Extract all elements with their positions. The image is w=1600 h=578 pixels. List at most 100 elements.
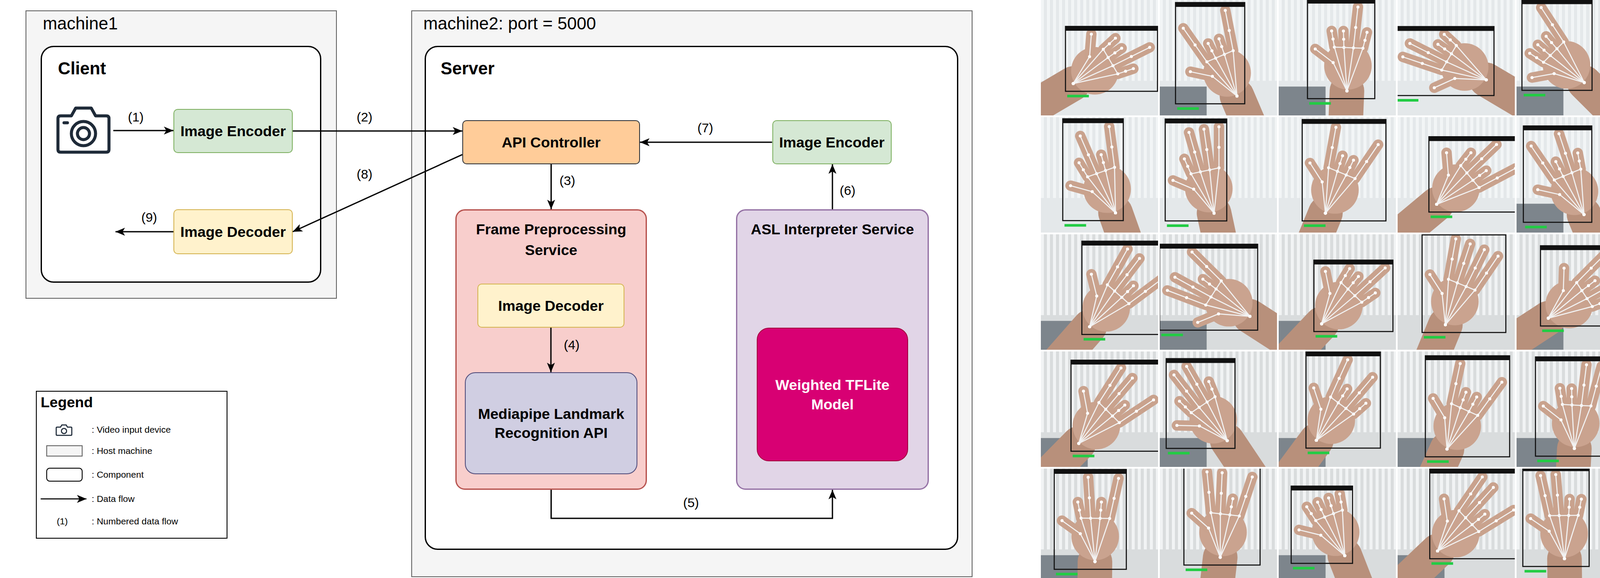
landmark-dot (1536, 43, 1540, 47)
window-blind (1262, 234, 1266, 316)
window-blind (1250, 351, 1254, 433)
landmark-dot (1225, 439, 1229, 443)
landmark-dot (1201, 277, 1205, 281)
window-blind (1177, 0, 1181, 81)
detection-bar (1065, 26, 1158, 31)
landmark-line (1564, 499, 1582, 560)
landmark-dot (1212, 211, 1216, 215)
detection-box (1071, 360, 1159, 452)
landmark-dot (1088, 325, 1092, 329)
landmark-dot (1320, 322, 1324, 326)
landmark-line (1309, 163, 1326, 214)
detection-tag (1185, 568, 1208, 572)
window-blind (1512, 0, 1515, 81)
landmark-line (1437, 499, 1448, 552)
window-blind (1409, 234, 1413, 316)
detection-box (1159, 244, 1258, 331)
window-blind (1284, 234, 1288, 316)
landmark-line (1436, 168, 1515, 205)
landmark-dot (1529, 517, 1533, 521)
window-blind (1512, 351, 1515, 433)
window-blind (1177, 351, 1181, 433)
window-blind (1159, 117, 1163, 199)
landmark-line (1174, 374, 1228, 441)
landmark-dot (1235, 94, 1239, 98)
landmark-dot (1512, 508, 1515, 512)
landmark-line (1190, 71, 1238, 96)
landmark-dot (1576, 151, 1580, 155)
landmark-dot (1086, 153, 1090, 157)
landmark-dot (1435, 202, 1439, 206)
landmark-dot (1366, 296, 1370, 300)
window-blind (1415, 468, 1419, 550)
landmark-line (1436, 152, 1471, 205)
landmark-dot (1345, 387, 1349, 391)
detection-tag (1397, 99, 1419, 102)
landmark-line (1548, 253, 1600, 319)
landmark-dot (1197, 424, 1201, 428)
landmark-dot (1557, 132, 1561, 136)
landmark-dot (1443, 323, 1447, 327)
flow-arrow (551, 489, 833, 519)
window-blind (1065, 351, 1069, 433)
photo-shadow (1516, 86, 1564, 116)
landmark-dot (1577, 159, 1581, 163)
landmark-dot (1443, 323, 1447, 327)
landmark-dot (1305, 505, 1309, 509)
window-blind (1494, 468, 1498, 550)
controller-box: API Controller (462, 120, 640, 165)
landmark-line (1441, 45, 1457, 71)
landmark-dot (1113, 51, 1117, 55)
window-blind (1046, 0, 1050, 81)
window-blind (1415, 351, 1419, 433)
landmark-line (1540, 475, 1565, 559)
window-blind (1143, 468, 1147, 550)
landmark-line (1078, 400, 1154, 444)
landmark-line (1328, 498, 1345, 556)
landmark-dot (1582, 213, 1586, 217)
landmark-dot (1546, 316, 1550, 320)
hand-photo (1516, 468, 1600, 578)
landmark-dot (1564, 151, 1568, 155)
landmark-line (1317, 502, 1345, 557)
landmark-dot (1535, 56, 1539, 60)
window-blind (1046, 468, 1050, 550)
landmark-dot (1484, 78, 1488, 82)
landmark-dot (1478, 501, 1482, 505)
hand-photo (1278, 351, 1396, 468)
window-blind (1184, 468, 1188, 550)
landmark-dot (1099, 153, 1103, 157)
landmark-dot (1582, 80, 1586, 84)
landmark-dot (1235, 94, 1239, 98)
window-blind (1403, 351, 1407, 433)
window-blind (1149, 234, 1153, 316)
service-box: ASL Interpreter ServiceWeighted TFLite M… (736, 209, 929, 490)
hand-arm (1409, 324, 1446, 350)
landmark-dot (1088, 325, 1092, 329)
flow-arrow (550, 327, 552, 373)
landmark-line (1316, 389, 1348, 441)
landmark-dot (1093, 560, 1097, 564)
window-blind (1155, 468, 1159, 550)
window-blind (1262, 468, 1266, 550)
landmark-dot (1554, 473, 1558, 477)
landmark-dot (1244, 495, 1248, 499)
landmark-line (1080, 136, 1116, 214)
window-blind (1296, 0, 1300, 81)
landmark-line (1577, 153, 1584, 215)
landmark-line (1205, 281, 1222, 306)
landmark-dot (1562, 557, 1566, 561)
landmark-dot (1484, 169, 1488, 173)
landmark-dot (1116, 265, 1120, 269)
landmark-line (1098, 402, 1120, 423)
detection-box (1422, 234, 1507, 333)
legend-row: : Data flow (36, 492, 223, 506)
window-blind (1274, 117, 1277, 199)
landmark-dot (1184, 389, 1188, 393)
landmark-dot (1541, 404, 1545, 408)
window-blind (1500, 117, 1504, 199)
landmark-dot (1443, 323, 1447, 327)
landmark-line (1558, 133, 1584, 215)
landmark-dot (1582, 213, 1586, 217)
detection-box (1305, 352, 1381, 448)
